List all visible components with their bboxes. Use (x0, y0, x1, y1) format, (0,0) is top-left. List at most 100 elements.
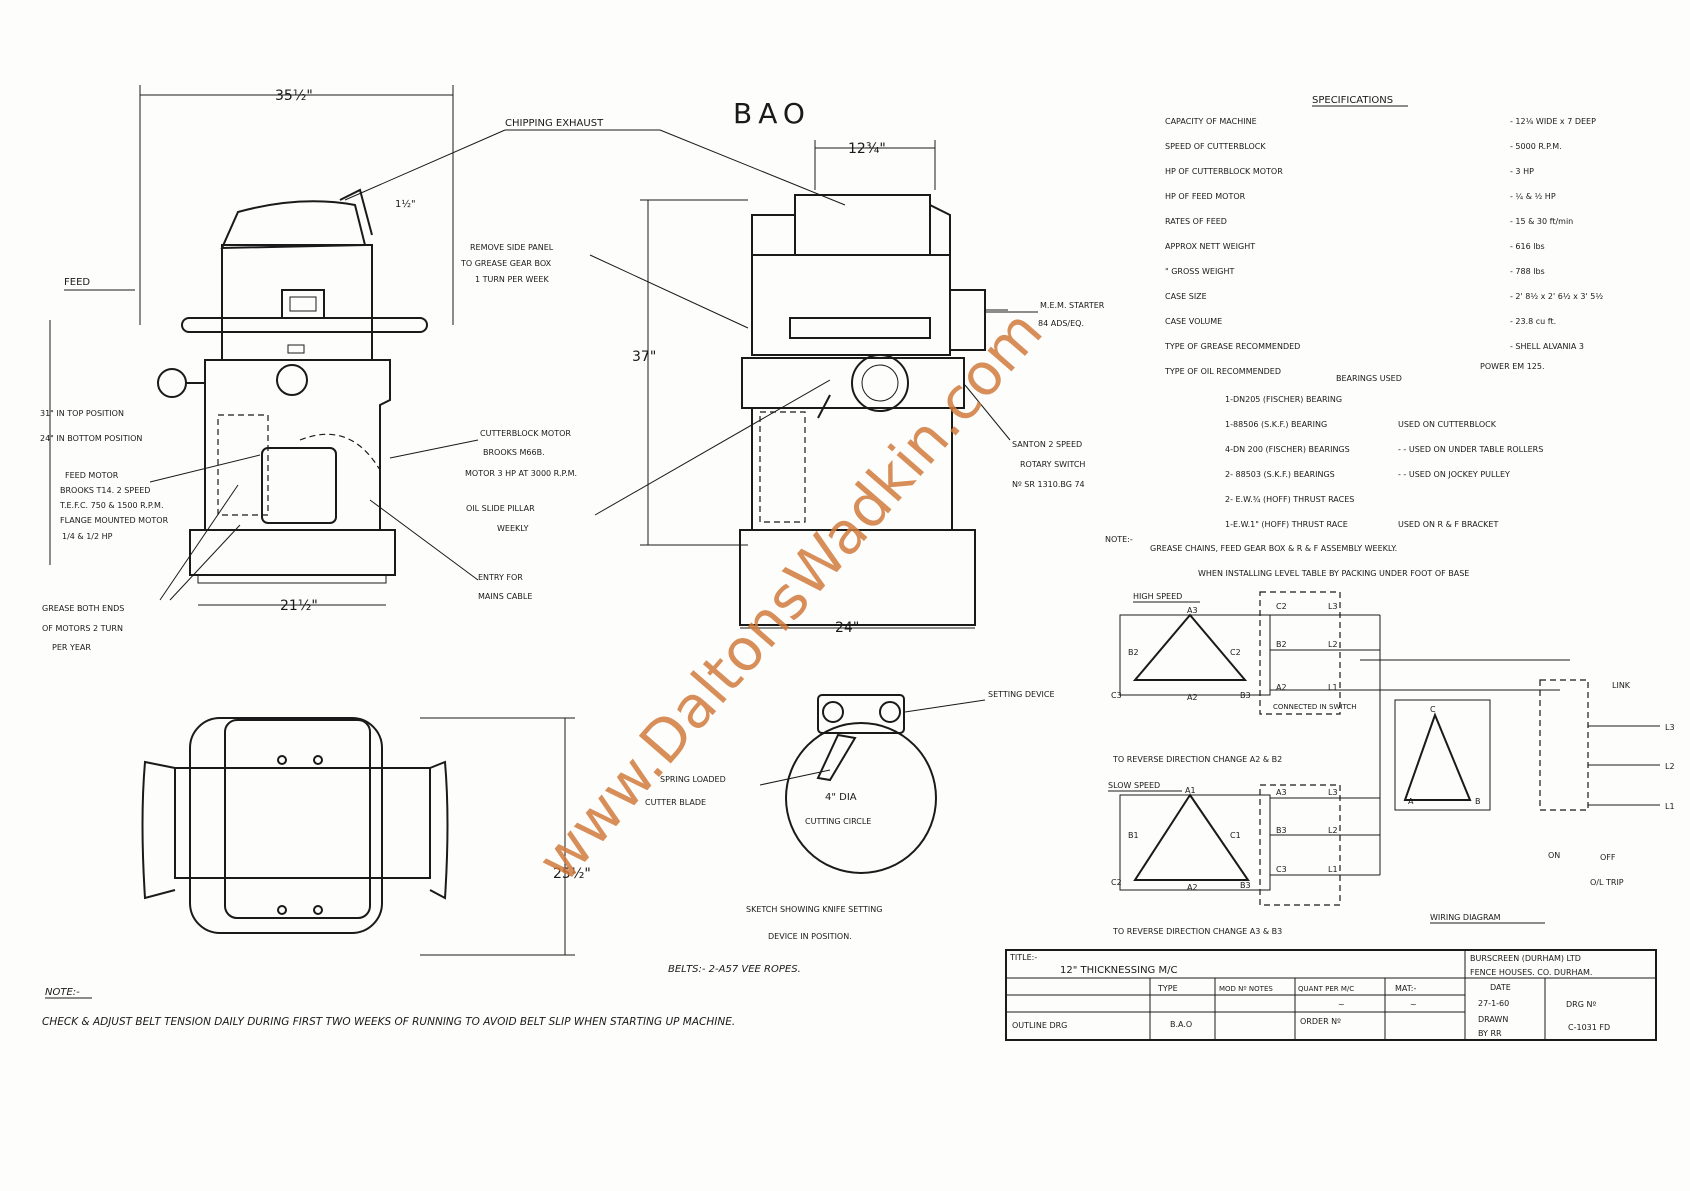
tb-drawn-by: BY RR (1478, 1029, 1502, 1038)
ol-trip-label: O/L TRIP (1590, 878, 1624, 887)
bearing-item: 4-DN 200 (FISCHER) BEARINGS (1225, 445, 1350, 454)
terminal-ss: A2 (1187, 883, 1198, 892)
cutting-circle-line-0: 4" DIA (825, 792, 857, 803)
switch-hs: L3 (1328, 602, 1338, 611)
terminal-ss: B3 (1240, 881, 1251, 890)
spec-value: POWER EM 125. (1480, 362, 1545, 371)
spec-value: - 15 & 30 ft/min (1510, 217, 1573, 226)
bearing-item: 1-88506 (S.K.F.) BEARING (1225, 420, 1327, 429)
hs-delta (1132, 613, 1248, 681)
sketch-caption-line-0: SKETCH SHOWING KNIFE SETTING (746, 905, 882, 914)
bearing-item: 1-E.W.1" (HOFF) THRUST RACE (1225, 520, 1348, 529)
spec-label: TYPE OF GREASE RECOMMENDED (1164, 342, 1300, 351)
switch-hs: B2 (1276, 640, 1287, 649)
cutterblock-motor-line-1: BROOKS M66B. (483, 448, 545, 457)
on-label: ON (1548, 851, 1560, 860)
bearing-use: USED ON CUTTERBLOCK (1398, 420, 1497, 429)
santon-line-2: Nº SR 1310.BG 74 (1012, 480, 1085, 489)
dim-base-front: 24" (835, 620, 859, 636)
tb-drawn-label: DRAWN (1478, 1015, 1508, 1024)
terminal-hs: A2 (1187, 693, 1198, 702)
wiring-diagram: HIGH SPEED SLOW SPEED L3 L2 L1 LINK (1108, 591, 1675, 936)
spec-value: - SHELL ALVANIA 3 (1510, 342, 1584, 351)
spec-value: - 23.8 cu ft. (1510, 317, 1556, 326)
terminal-ss: A1 (1185, 786, 1196, 795)
terminal-hs: C2 (1230, 648, 1241, 657)
reverse-b-label: TO REVERSE DIRECTION CHANGE A3 & B3 (1112, 927, 1282, 936)
bottom-position-label: 24" IN BOTTOM POSITION (40, 434, 142, 443)
switch-hs: A2 (1276, 683, 1287, 692)
spec-label: CASE SIZE (1165, 292, 1207, 301)
spring-loaded-line-1: CUTTER BLADE (645, 798, 706, 807)
switch-hs: C2 (1276, 602, 1287, 611)
oil-slide-line-1: WEEKLY (497, 524, 529, 533)
spec-heading: SPECIFICATIONS (1312, 95, 1393, 106)
sketch-caption-line-1: DEVICE IN POSITION. (768, 932, 852, 941)
feed-motor-line-0: FEED MOTOR (65, 471, 119, 480)
feed-motor-line-3: FLANGE MOUNTED MOTOR (60, 516, 169, 525)
grease-ends-line-1: OF MOTORS 2 TURN (42, 624, 123, 633)
slow-speed-label: SLOW SPEED (1108, 781, 1160, 790)
bearing-item: 2- 88503 (S.K.F.) BEARINGS (1225, 470, 1335, 479)
spec-label: CASE VOLUME (1165, 317, 1222, 326)
cutterblock-motor-line-2: MOTOR 3 HP AT 3000 R.P.M. (465, 469, 577, 478)
setting-device-label: SETTING DEVICE (988, 690, 1055, 699)
mem-starter-line-1: 84 ADS/EQ. (1038, 319, 1084, 328)
link-label: LINK (1612, 681, 1631, 690)
spec-value: - 3 HP (1510, 167, 1534, 176)
side-elevation: 35½" 1½" FEED 21½" 31" IN TOP POSITION 2… (40, 85, 454, 614)
grease-ends-line-0: GREASE BOTH ENDS (42, 604, 124, 613)
dim-exhaust: 1½" (395, 198, 416, 210)
belts-label: BELTS:- 2-A57 VEE ROPES. (668, 964, 801, 975)
tb-order: ORDER Nº (1300, 1017, 1341, 1026)
spec-label: " GROSS WEIGHT (1165, 267, 1235, 276)
spec-label: SPEED OF CUTTERBLOCK (1165, 142, 1266, 151)
switch-ss: C3 (1276, 865, 1287, 874)
switch-ss: L2 (1328, 826, 1338, 835)
spec-label: CAPACITY OF MACHINE (1165, 117, 1257, 126)
reverse-a-label: TO REVERSE DIRECTION CHANGE A2 & B2 (1112, 755, 1282, 764)
specifications: SPECIFICATIONS CAPACITY OF MACHINE - 12⅛ … (1105, 95, 1603, 578)
drawing-title: BAO (733, 97, 811, 130)
spec-value: - ¼ & ½ HP (1510, 192, 1556, 201)
spec-label: TYPE OF OIL RECOMMENDED (1164, 367, 1281, 376)
line-l3: L3 (1665, 723, 1675, 732)
front-elevation: 12¾" 24" 37" (632, 140, 1008, 636)
switch-hs: L1 (1328, 683, 1338, 692)
tb-head-quant: QUANT PER M/C (1298, 985, 1354, 993)
santon-line-0: SANTON 2 SPEED (1012, 440, 1082, 449)
tb-company-0: BURSCREEN (DURHAM) LTD (1470, 954, 1581, 963)
remove-panel-line-2: 1 TURN PER WEEK (475, 275, 549, 284)
tb-head-mod: MOD Nº NOTES (1219, 985, 1273, 993)
terminal-ss: C2 (1111, 878, 1122, 887)
terminal-hs: B3 (1240, 691, 1251, 700)
spring-loaded-line-0: SPRING LOADED (660, 775, 726, 784)
ss-delta (1133, 793, 1250, 881)
tb-title: 12" THICKNESSING M/C (1060, 965, 1177, 976)
connected-label: CONNECTED IN SWITCH (1273, 703, 1356, 711)
terminal-hs: C3 (1111, 691, 1122, 700)
knife-setting-device: SETTING DEVICE SPRING LOADED CUTTER BLAD… (645, 690, 1055, 975)
tb-title-label: TITLE:- (1009, 953, 1037, 962)
front-callouts: M.E.M. STARTER 84 ADS/EQ. SANTON 2 SPEED… (964, 301, 1105, 489)
dim-base-side: 21½" (280, 598, 318, 614)
spec-label: HP OF CUTTERBLOCK MOTOR (1165, 167, 1283, 176)
terminal-ss: C1 (1230, 831, 1241, 840)
bearing-use: USED ON R & F BRACKET (1398, 520, 1498, 529)
tb-outline: OUTLINE DRG (1012, 1021, 1067, 1030)
chipping-exhaust-label: CHIPPING EXHAUST (505, 118, 604, 129)
tb-company-1: FENCE HOUSES. CO. DURHAM. (1470, 968, 1592, 977)
entry-mains-line-1: MAINS CABLE (478, 592, 532, 601)
spec-value: - 788 lbs (1510, 267, 1545, 276)
tb-mat: ~ (1410, 1000, 1417, 1009)
tb-drg-label: DRG Nº (1566, 1000, 1596, 1009)
switch-ss: A3 (1276, 788, 1287, 797)
tb-quant: ~ (1338, 1000, 1345, 1009)
title-block: TITLE:- 12" THICKNESSING M/C BURSCREEN (… (1005, 949, 1657, 1041)
line-l1: L1 (1665, 802, 1675, 811)
spec-value: - 12⅛ WIDE x 7 DEEP (1510, 117, 1596, 126)
dim-height: 37" (632, 349, 656, 365)
oil-slide-line-0: OIL SLIDE PILLAR (466, 504, 535, 513)
top-position-label: 31" IN TOP POSITION (40, 409, 124, 418)
